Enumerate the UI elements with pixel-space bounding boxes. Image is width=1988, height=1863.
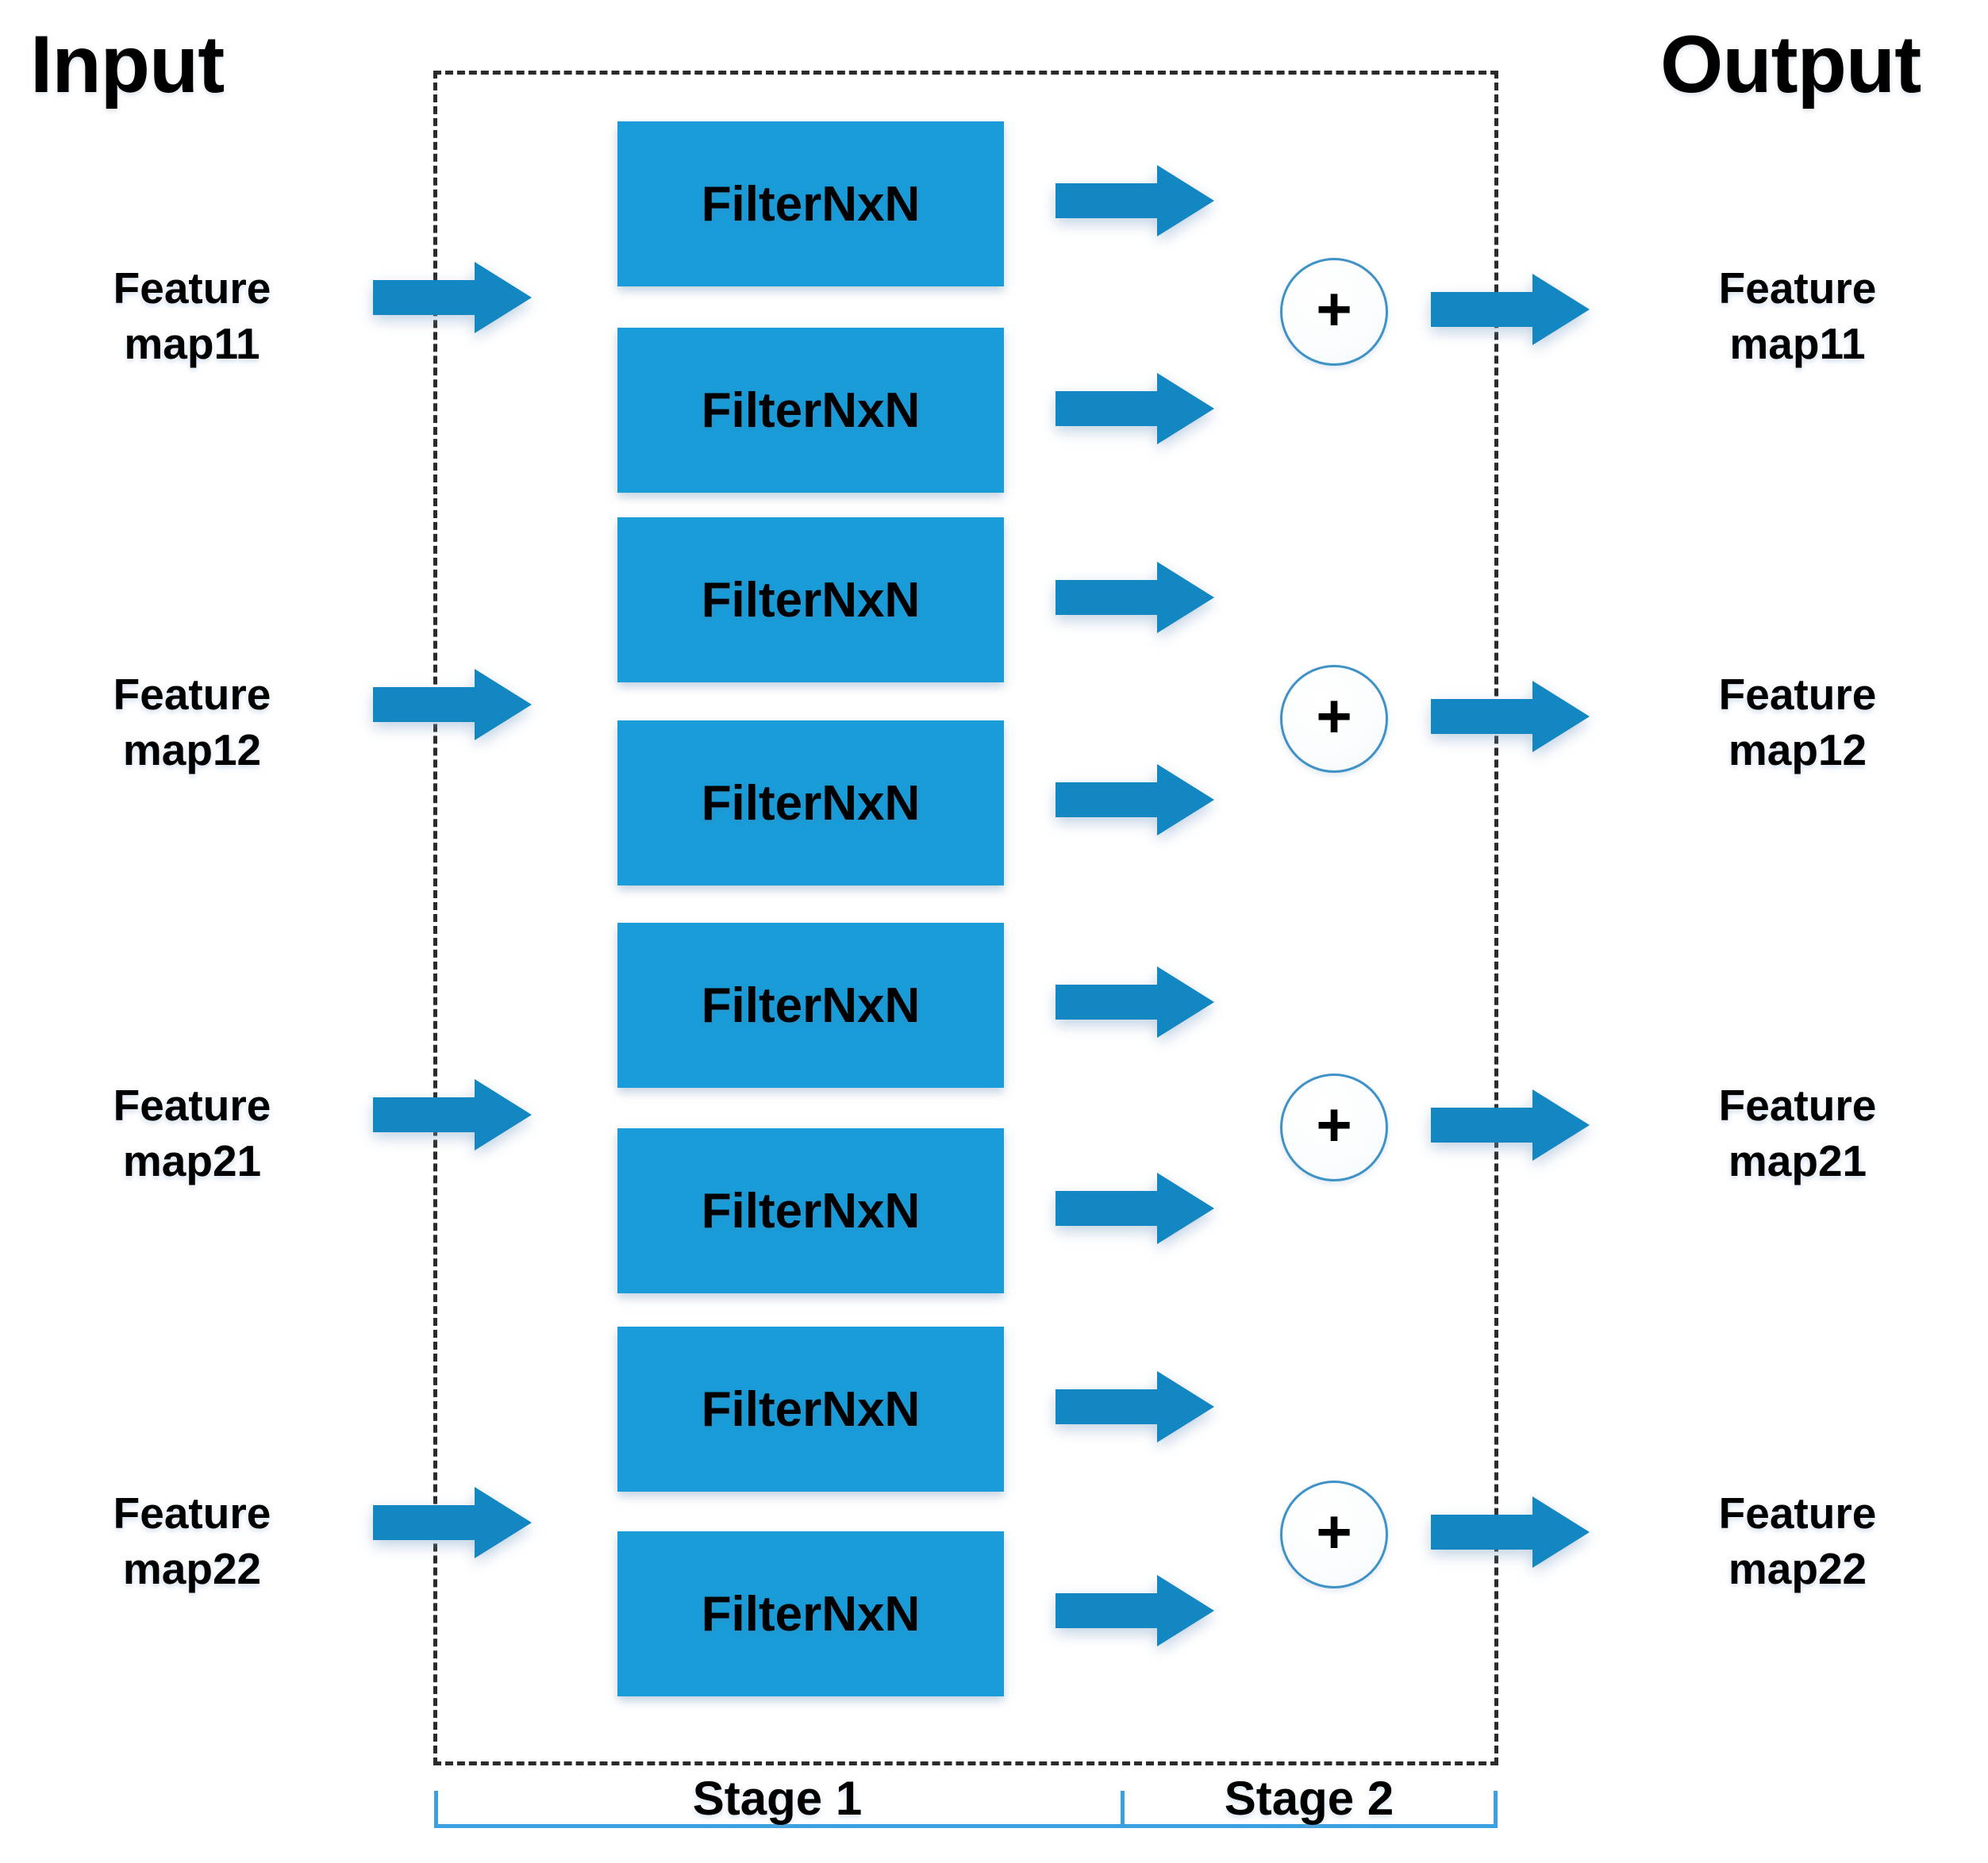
output-arrow-2	[1431, 681, 1590, 752]
filter-box-label: FilterNxN	[701, 978, 921, 1033]
filter-box-label: FilterNxN	[701, 1586, 921, 1642]
input-label-line2: map22	[122, 1544, 262, 1594]
adder-circle-3[interactable]: +	[1280, 1074, 1388, 1181]
filter-box-7[interactable]: FilterNxN	[617, 1327, 1004, 1492]
input-feature-map-label-1: Feature map11	[49, 260, 335, 372]
filter-box-label: FilterNxN	[701, 775, 921, 831]
page-title-input: Input	[30, 19, 225, 109]
plus-icon: +	[1316, 1089, 1352, 1159]
output-label-line2: map21	[1728, 1136, 1867, 1186]
plus-icon: +	[1316, 681, 1352, 751]
input-arrow-1	[373, 262, 532, 333]
input-arrow-4	[373, 1487, 532, 1558]
input-label-line2: map12	[122, 725, 262, 775]
output-feature-map-label-2: Feature map12	[1655, 666, 1940, 778]
input-label-line1: Feature	[113, 1488, 271, 1538]
stage-boundary-box	[433, 71, 1498, 1765]
stage-bracket-tick-middle	[1121, 1791, 1125, 1827]
filter-output-arrow-3	[1056, 562, 1214, 633]
output-label-line1: Feature	[1718, 1488, 1877, 1538]
filter-output-arrow-1	[1056, 165, 1214, 236]
filter-output-arrow-5	[1056, 966, 1214, 1038]
filter-box-1[interactable]: FilterNxN	[617, 121, 1004, 286]
filter-output-arrow-2	[1056, 373, 1214, 444]
filter-box-label: FilterNxN	[701, 572, 921, 628]
output-arrow-1	[1431, 274, 1590, 345]
output-label-line2: map11	[1729, 319, 1866, 369]
input-label-line1: Feature	[113, 1081, 271, 1130]
output-label-line2: map12	[1728, 725, 1867, 775]
adder-circle-4[interactable]: +	[1280, 1481, 1388, 1588]
output-label-line1: Feature	[1718, 263, 1877, 313]
filter-box-6[interactable]: FilterNxN	[617, 1128, 1004, 1293]
output-feature-map-label-3: Feature map21	[1655, 1077, 1940, 1189]
output-arrow-4	[1431, 1496, 1590, 1568]
filter-output-arrow-6	[1056, 1173, 1214, 1244]
output-arrow-3	[1431, 1089, 1590, 1161]
input-arrow-2	[373, 669, 532, 740]
plus-icon: +	[1316, 274, 1352, 344]
output-feature-map-label-1: Feature map11	[1655, 260, 1940, 372]
stage-label-2: Stage 2	[1224, 1772, 1394, 1825]
output-feature-map-label-4: Feature map22	[1655, 1485, 1940, 1597]
plus-icon: +	[1316, 1496, 1352, 1566]
filter-box-5[interactable]: FilterNxN	[617, 923, 1004, 1088]
adder-circle-1[interactable]: +	[1280, 258, 1388, 366]
filter-output-arrow-4	[1056, 764, 1214, 835]
filter-box-3[interactable]: FilterNxN	[617, 517, 1004, 682]
output-label-line1: Feature	[1718, 670, 1877, 719]
input-label-line2: map11	[124, 319, 260, 369]
stage-bracket-tick-left	[434, 1791, 438, 1827]
filter-box-8[interactable]: FilterNxN	[617, 1531, 1004, 1696]
stage-bracket-tick-right	[1494, 1791, 1498, 1827]
input-feature-map-label-3: Feature map21	[49, 1077, 335, 1189]
page-title-output: Output	[1660, 19, 1921, 109]
filter-box-label: FilterNxN	[701, 1381, 921, 1437]
filter-box-label: FilterNxN	[701, 1183, 921, 1239]
output-label-line1: Feature	[1718, 1081, 1877, 1130]
filter-box-label: FilterNxN	[701, 382, 921, 438]
output-label-line2: map22	[1728, 1544, 1867, 1594]
filter-box-4[interactable]: FilterNxN	[617, 720, 1004, 885]
input-label-line1: Feature	[113, 263, 271, 313]
input-label-line2: map21	[122, 1136, 262, 1186]
stage-bracket-baseline	[434, 1824, 1498, 1828]
filter-output-arrow-7	[1056, 1371, 1214, 1442]
filter-box-label: FilterNxN	[701, 176, 921, 232]
input-arrow-3	[373, 1079, 532, 1150]
filter-box-2[interactable]: FilterNxN	[617, 328, 1004, 493]
input-label-line1: Feature	[113, 670, 271, 719]
filter-output-arrow-8	[1056, 1575, 1214, 1646]
adder-circle-2[interactable]: +	[1280, 665, 1388, 773]
input-feature-map-label-2: Feature map12	[49, 666, 335, 778]
input-feature-map-label-4: Feature map22	[49, 1485, 335, 1597]
stage-label-1: Stage 1	[692, 1772, 863, 1825]
